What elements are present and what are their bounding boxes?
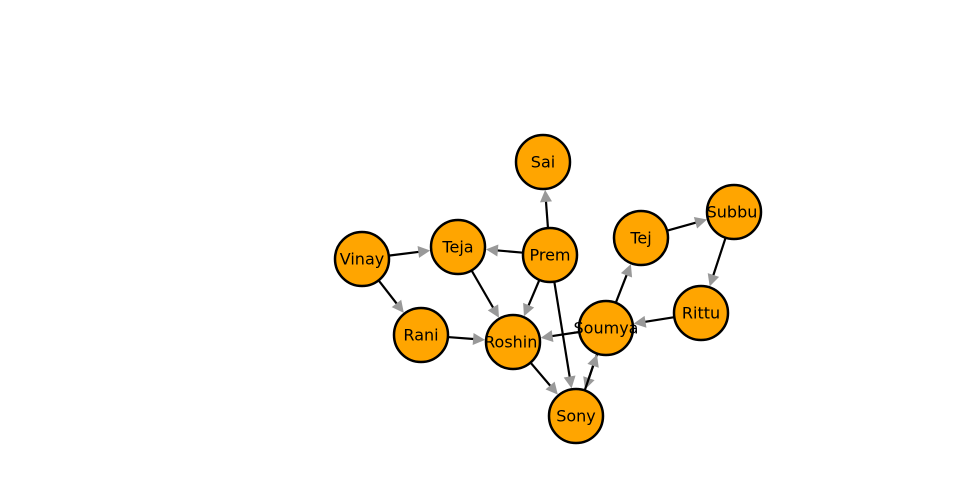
edge-arrowhead [540,330,554,342]
edge-teja-to-roshini [470,269,499,318]
node-circle[interactable] [333,230,391,288]
edge-sony-to-soumya [583,354,599,391]
node-rani[interactable]: Rani [392,306,450,364]
edge-arrowhead [540,189,552,203]
edge-roshini-to-sony [529,361,558,395]
node-teja[interactable]: Teja [429,218,487,276]
edge-arrowhead [620,264,633,278]
edge-tej-to-subbu [666,216,708,232]
node-label: Sony [556,407,596,426]
edge-rittu-to-soumya [633,315,675,328]
node-label: Rani [403,326,438,345]
node-circle[interactable] [521,226,579,284]
node-circle[interactable] [484,313,542,371]
edge-arrowhead [523,302,535,317]
edge-arrowhead [587,354,599,368]
node-label: Subbu [707,203,758,222]
edge-arrowhead [707,273,720,287]
edge-prem-to-sony [553,281,576,389]
node-prem[interactable]: Prem [521,226,579,284]
node-label: Roshini [484,333,542,352]
edge-arrowhead [563,375,576,389]
node-circle[interactable] [547,387,605,445]
edge-vinay-to-teja [388,246,431,258]
edge-layer [377,189,727,395]
node-circle[interactable] [612,209,670,267]
node-circle[interactable] [429,218,487,276]
node-circle[interactable] [705,183,763,241]
node-roshini[interactable]: Roshini [484,313,542,371]
node-circle[interactable] [392,306,450,364]
node-tej[interactable]: Tej [612,209,670,267]
edge-prem-to-sai [540,189,552,229]
edge-arrowhead [545,381,558,395]
edge-line [583,363,595,391]
node-soumya[interactable]: Soumya [574,299,639,357]
edge-line [666,221,698,232]
edge-arrowhead [472,332,486,345]
edge-arrowhead [633,315,647,328]
edge-vinay-to-rani [377,279,404,313]
node-rittu[interactable]: Rittu [672,284,730,342]
edge-line [711,237,727,278]
edge-line [470,269,495,310]
edge-line [529,361,553,388]
node-label: Soumya [574,319,639,338]
node-circle[interactable] [672,284,730,342]
edge-line [553,281,572,379]
edge-line [550,330,580,338]
node-circle[interactable] [514,133,572,191]
edge-line [377,279,399,306]
edge-line [643,316,675,324]
edge-line [544,199,550,229]
edge-prem-to-roshini [523,279,541,317]
node-label: Rittu [682,304,720,323]
edge-line [526,279,541,308]
edge-arrowhead [391,299,404,313]
edge-arrowhead [417,246,431,258]
node-sai[interactable]: Sai [514,133,572,191]
edge-line [614,273,629,304]
node-label: Sai [531,153,555,172]
edge-line [495,249,524,254]
edge-soumya-to-tej [614,264,633,304]
node-sony[interactable]: Sony [547,387,605,445]
edge-prem-to-teja [485,244,524,257]
node-label: Teja [441,238,473,257]
edge-soumya-to-roshini [540,330,580,342]
edge-rani-to-roshini [447,332,486,345]
node-subbu[interactable]: Subbu [705,183,763,241]
edge-line [447,335,476,341]
node-label: Vinay [340,250,384,269]
node-label: Prem [529,246,570,265]
edge-arrowhead [693,216,708,229]
edge-arrowhead [485,244,499,257]
node-vinay[interactable]: Vinay [333,230,391,288]
node-label: Tej [629,229,651,248]
edge-arrowhead [487,304,499,318]
edge-subbu-to-rittu [707,237,727,287]
edge-line [388,250,421,257]
node-circle[interactable] [577,299,635,357]
